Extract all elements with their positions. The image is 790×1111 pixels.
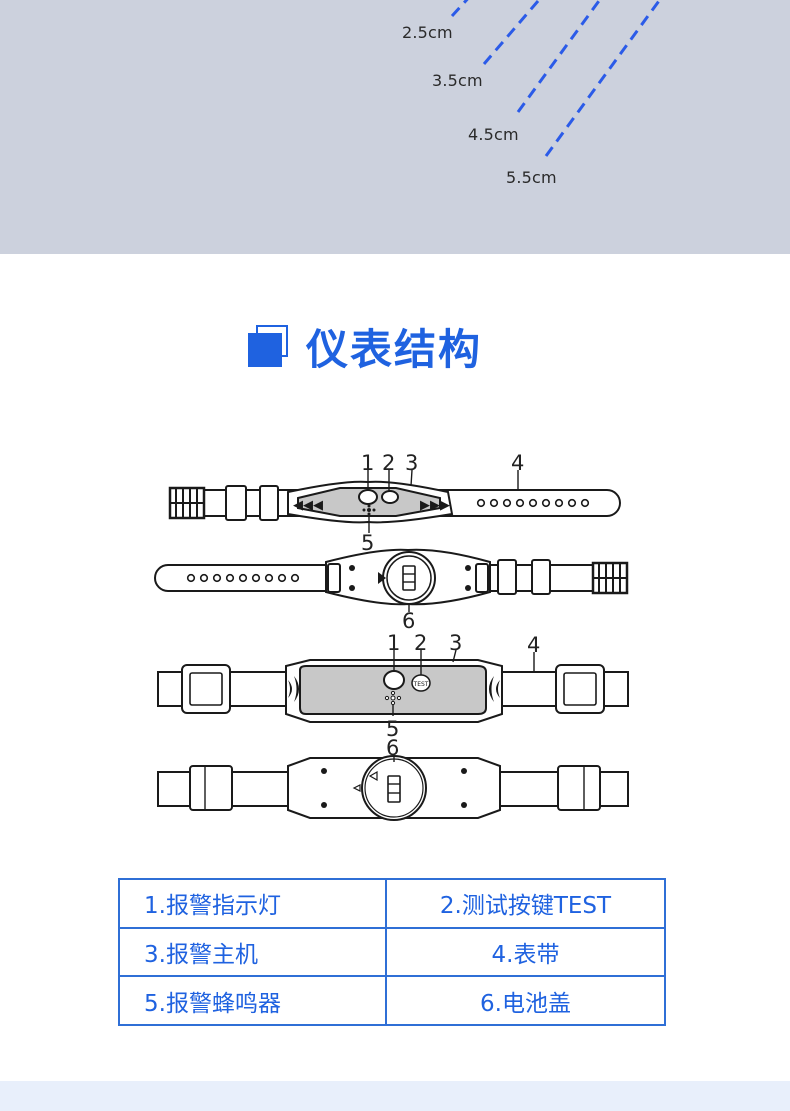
callout-2-top: 2 [382,451,395,475]
callout-numbers: 1 2 3 4 5 6 1 2 3 4 5 6 [361,451,540,760]
table-row: 3.报警主机 4.表带 [118,926,666,978]
callout-4-flat: 4 [527,633,540,657]
distance-label-2: 3.5cm [432,71,483,90]
distance-label-1: 2.5cm [402,23,453,42]
dash-line-2 [482,0,541,65]
device-diagram: ◀◀◀ ▶▶▶ [154,451,629,821]
legend-cell: 5.报警蜂鸣器 [118,975,387,1026]
square-icon [248,325,290,367]
distance-label-4: 5.5cm [506,168,557,187]
strap-back-view [154,548,629,612]
legend-cell: 1.报警指示灯 [118,878,387,929]
section-title: 仪表结构 [306,324,483,374]
legend-cell: 6.电池盖 [385,975,666,1026]
callout-5-top: 5 [361,531,374,555]
flat-front-view: TEST [157,649,629,723]
strap-front-view: ◀◀◀ ▶▶▶ [168,469,621,533]
section-heading: 仪表结构 [248,318,482,374]
svg-text:◀◀◀: ◀◀◀ [293,498,323,513]
distance-lines [450,0,662,157]
callout-2-flat: 2 [414,631,427,655]
distance-panel: 2.5cm 3.5cm 4.5cm 5.5cm [0,0,790,254]
dash-line-4 [544,0,662,157]
legend-cell: 4.表带 [385,926,666,978]
bottom-strip [0,1081,790,1111]
dash-line-3 [516,0,602,113]
flat-back-view [157,755,629,821]
callout-3-top: 3 [405,451,418,475]
callout-6-flat: 6 [386,736,399,760]
test-button-label: TEST [413,681,429,688]
callout-3-flat: 3 [449,631,462,655]
svg-text:▶▶▶: ▶▶▶ [420,498,450,513]
legend-cell: 2.测试按键TEST [385,878,666,929]
parts-legend-table: 1.报警指示灯 2.测试按键TEST 3.报警主机 4.表带 5.报警蜂鸣器 6… [118,878,666,1026]
table-row: 5.报警蜂鸣器 6.电池盖 [118,975,666,1026]
callout-1-top: 1 [361,451,374,475]
callout-5-flat: 5 [386,717,399,741]
distance-label-3: 4.5cm [468,125,519,144]
dash-line-1 [450,0,469,18]
callout-4-top: 4 [511,451,524,475]
table-row: 1.报警指示灯 2.测试按键TEST [118,878,666,929]
callout-1-flat: 1 [387,631,400,655]
callout-6-top: 6 [402,609,415,633]
legend-cell: 3.报警主机 [118,926,387,978]
